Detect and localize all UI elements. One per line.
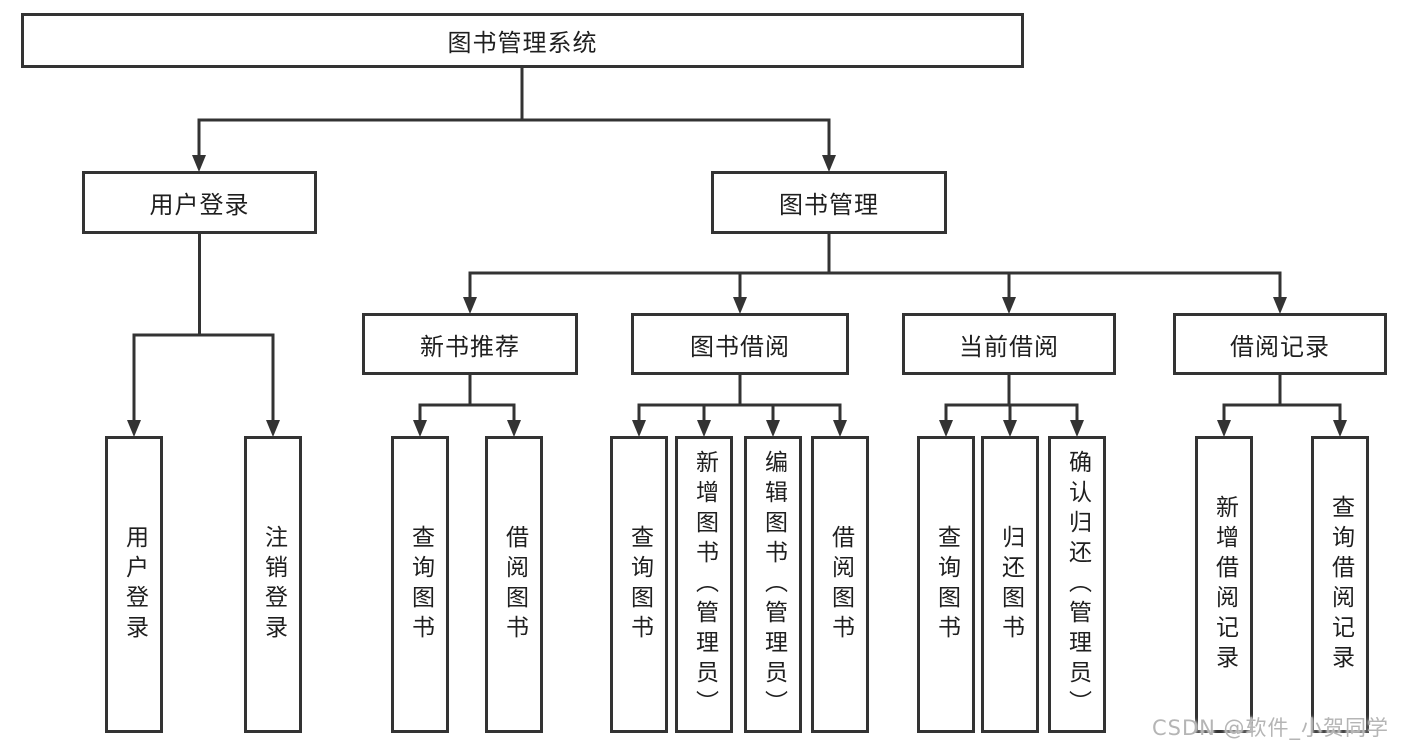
leaf-return-book: 归还图书 — [981, 436, 1039, 733]
csdn-watermark: CSDN @软件_小贺同学 — [1152, 716, 1390, 740]
leaf-query-books-borrow: 查询图书 — [610, 436, 668, 733]
leaf-borrow-books-recommend: 借阅图书 — [485, 436, 543, 733]
node-book-management: 图书管理 — [711, 171, 947, 234]
node-new-book-recommend: 新书推荐 — [362, 313, 578, 375]
leaf-logout: 注销登录 — [244, 436, 302, 733]
leaf-confirm-return-admin: 确认归还（管理员） — [1048, 436, 1106, 733]
leaf-user-login: 用户登录 — [105, 436, 163, 733]
leaf-edit-book-admin: 编辑图书（管理员） — [744, 436, 802, 733]
leaf-query-books-recommend: 查询图书 — [391, 436, 449, 733]
leaf-add-book-admin: 新增图书（管理员） — [675, 436, 733, 733]
node-book-borrow: 图书借阅 — [631, 313, 849, 375]
node-user-login-branch: 用户登录 — [82, 171, 317, 234]
node-borrow-records: 借阅记录 — [1173, 313, 1387, 375]
node-root: 图书管理系统 — [21, 13, 1024, 68]
leaf-query-borrow-record: 查询借阅记录 — [1311, 436, 1369, 733]
leaf-query-books-current: 查询图书 — [917, 436, 975, 733]
node-current-borrow: 当前借阅 — [902, 313, 1116, 375]
leaf-borrow-books: 借阅图书 — [811, 436, 869, 733]
leaf-add-borrow-record: 新增借阅记录 — [1195, 436, 1253, 733]
